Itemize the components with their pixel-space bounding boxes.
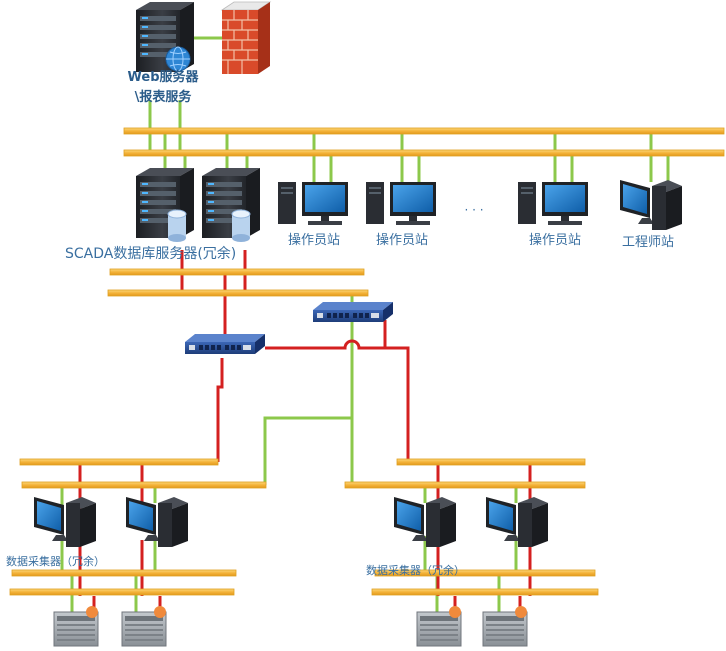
network-switch-icon [313,302,393,322]
operator-station-3 [518,182,588,225]
workstation-icon [126,497,188,547]
operator-station-label-1: 操作员站 [288,232,340,248]
plc-controller-icon [121,605,167,647]
network-switch-icon [185,334,265,354]
plc-left-1 [53,605,99,647]
desktop-computer-icon [366,182,436,225]
plant-bus-a [123,127,725,135]
workstation-icon [620,180,682,230]
operator-station-1 [278,182,348,225]
network-switch-lower [185,334,265,354]
right-field-bus-a [396,458,586,466]
network-switch-upper [313,302,393,322]
right-io-bus-b [371,588,599,596]
plc-controller-icon [53,605,99,647]
desktop-computer-icon [518,182,588,225]
scada-servers-label: SCADA数据库服务器(冗余) [65,245,236,262]
red-links [78,250,532,612]
operator-station-label-2: 操作员站 [376,232,428,248]
workstation-icon [394,497,456,547]
server-globe-icon [136,2,194,72]
plc-controller-icon [416,605,462,647]
plant-bus-b [123,149,725,157]
plc-left-2 [121,605,167,647]
more-stations-ellipsis: · · · [464,203,483,217]
plc-right-1 [416,605,462,647]
server-database-icon [202,168,260,238]
collector-right-1 [394,497,456,547]
operator-station-2 [366,182,436,225]
collector-left-1 [34,497,96,547]
scada-bus-b [107,289,369,297]
firewall-icon [220,1,272,74]
right-io-bus-a [374,569,596,577]
desktop-computer-icon [278,182,348,225]
engineer-station-label: 工程师站 [622,235,674,250]
web-server-label-line1: Web服务器 [128,69,200,85]
left-io-bus-a [11,569,237,577]
green-links [60,36,670,612]
web-server-label-line2: \报表服务 [135,89,193,105]
collector-left-label: 数据采集器（冗余） [6,554,105,568]
scada-server-primary [136,168,194,243]
workstation-icon [486,497,548,547]
left-field-bus-a [19,458,219,466]
scada-server-redundant [202,168,260,243]
left-io-bus-b [9,588,235,596]
engineer-station [620,180,682,230]
scada-bus-a [109,268,365,276]
plc-controller-icon [482,605,528,647]
collector-right-2 [486,497,548,547]
operator-station-label-3: 操作员站 [529,232,581,248]
network-buses [9,127,725,596]
collector-left-2 [126,497,188,547]
collector-right-label: 数据采集器（冗余） [366,563,465,577]
workstation-icon [34,497,96,547]
left-field-bus-b [21,481,267,489]
plc-right-2 [482,605,528,647]
right-field-bus-b [344,481,586,489]
